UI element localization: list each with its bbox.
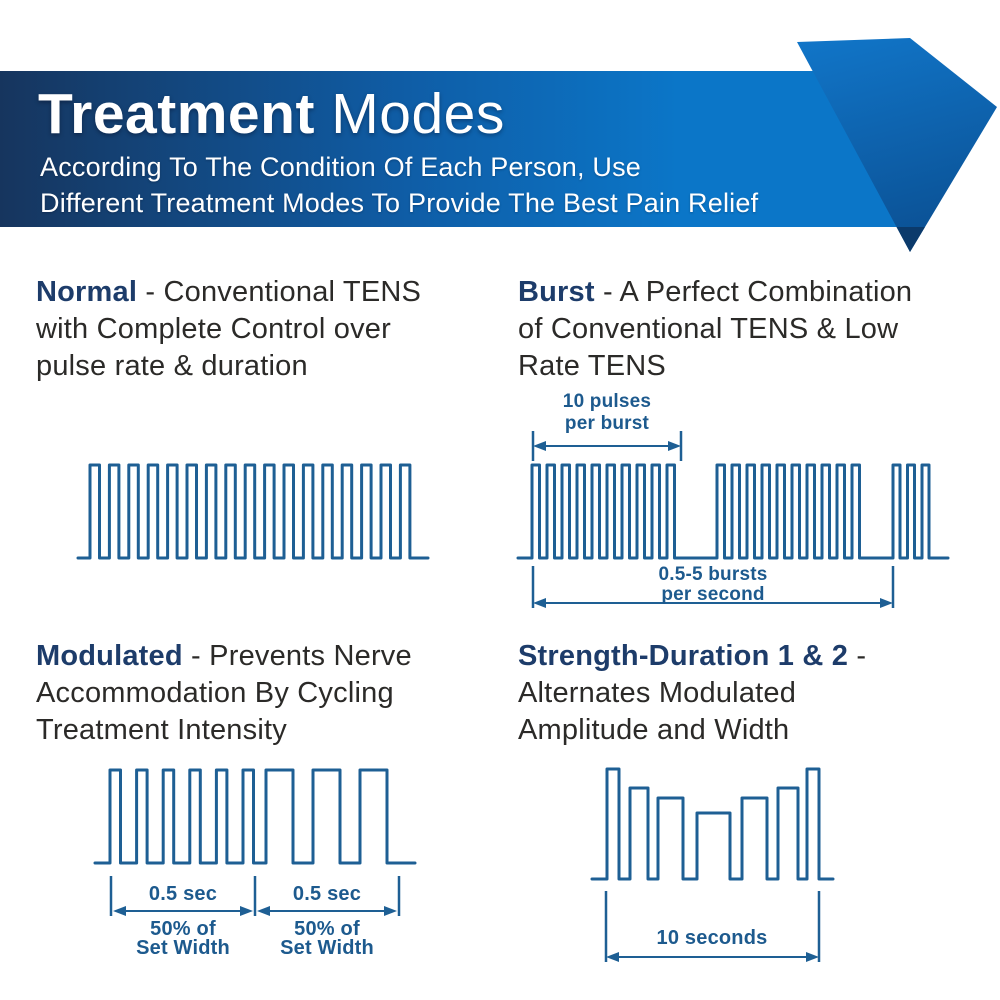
section-modulated-text: Modulated - Prevents Nerve Accommodation… — [36, 638, 412, 749]
section-strength-text: Strength-Duration 1 & 2 - Alternates Mod… — [518, 638, 866, 749]
burst-bursts-per-second-dim-arrowhead-left — [533, 598, 546, 608]
burst-bursts-per-second-dim-arrowhead-right — [880, 598, 893, 608]
burst-pulses-per-burst-dim-arrowhead-left — [533, 441, 546, 451]
section-burst-line1: Burst - A Perfect Combination — [518, 274, 912, 311]
page-subtitle-line2: Different Treatment Modes To Provide The… — [40, 188, 759, 218]
page-title-light: Modes — [314, 82, 505, 146]
modulated-left-half-dim-arrowhead-left — [113, 906, 126, 916]
strength-10-seconds-dim-arrowhead-left — [606, 952, 619, 962]
banner-band — [0, 71, 905, 227]
normal-waveform — [76, 463, 430, 560]
section-burst-heading: Burst — [518, 276, 595, 308]
section-burst-line1-rest: - A Perfect Combination — [594, 276, 913, 308]
page-title-bold: Treatment — [38, 82, 315, 146]
burst-rate-label-line2: per second — [661, 584, 765, 605]
section-strength-heading: Strength-Duration 1 & 2 — [518, 640, 849, 672]
modulated-right-width-label-line1: 50% of — [294, 918, 360, 940]
section-burst-line2: of Conventional TENS & Low — [518, 313, 899, 345]
strength-time-label: 10 seconds — [656, 927, 768, 949]
section-normal-line3: pulse rate & duration — [36, 350, 308, 382]
burst-pulses-per-burst-dim-arrowhead-right — [668, 441, 681, 451]
section-burst-line3: Rate TENS — [518, 350, 666, 382]
section-modulated-line2: Accommodation By Cycling — [36, 677, 394, 709]
section-normal-text: Normal - Conventional TENS with Complete… — [36, 274, 421, 385]
section-strength-line2: Alternates Modulated — [518, 677, 797, 709]
strength-10-seconds-dim-arrowhead-right — [806, 952, 819, 962]
section-normal-line1: Normal - Conventional TENS — [36, 274, 421, 311]
modulated-left-half-dim-arrowhead-right — [240, 906, 253, 916]
burst-waveform — [516, 463, 950, 560]
section-burst-text: Burst - A Perfect Combination of Convent… — [518, 274, 912, 385]
section-modulated-line1: Modulated - Prevents Nerve — [36, 638, 412, 675]
page-subtitle-line1: According To The Condition Of Each Perso… — [40, 152, 642, 182]
section-modulated-heading: Modulated — [36, 640, 183, 672]
modulated-right-width-label-line2: Set Width — [280, 937, 374, 959]
modulated-left-width-label-line2: Set Width — [136, 937, 230, 959]
burst-rate-label-line1: 0.5-5 bursts — [658, 564, 768, 585]
section-normal-line2: with Complete Control over — [36, 313, 391, 345]
banner-ribbon — [0, 38, 997, 252]
modulated-left-width-label-line1: 50% of — [150, 918, 216, 940]
modulated-waveform — [93, 768, 417, 865]
modulated-right-time-label: 0.5 sec — [292, 883, 362, 905]
section-strength-line1-rest: - — [848, 640, 867, 672]
banner-arrow — [797, 38, 997, 252]
strength-duration-waveform — [590, 767, 835, 881]
section-normal-line1-rest: - Conventional TENS — [137, 276, 422, 308]
burst-pulses-label-line2: per burst — [564, 413, 650, 434]
modulated-right-half-dim-arrowhead-right — [384, 906, 397, 916]
banner-arrow-fold-shadow — [896, 227, 925, 252]
burst-pulses-label-line1: 10 pulses — [562, 391, 652, 412]
section-strength-line1: Strength-Duration 1 & 2 - — [518, 638, 866, 675]
modulated-right-half-dim-arrowhead-left — [257, 906, 270, 916]
page-title: Treatment Modes — [38, 84, 505, 144]
page-subtitle: According To The Condition Of Each Perso… — [40, 149, 758, 221]
section-strength-line3: Amplitude and Width — [518, 714, 790, 746]
section-modulated-line1-rest: - Prevents Nerve — [182, 640, 412, 672]
section-normal-heading: Normal — [36, 276, 138, 308]
modulated-left-time-label: 0.5 sec — [148, 883, 218, 905]
section-modulated-line3: Treatment Intensity — [36, 714, 287, 746]
